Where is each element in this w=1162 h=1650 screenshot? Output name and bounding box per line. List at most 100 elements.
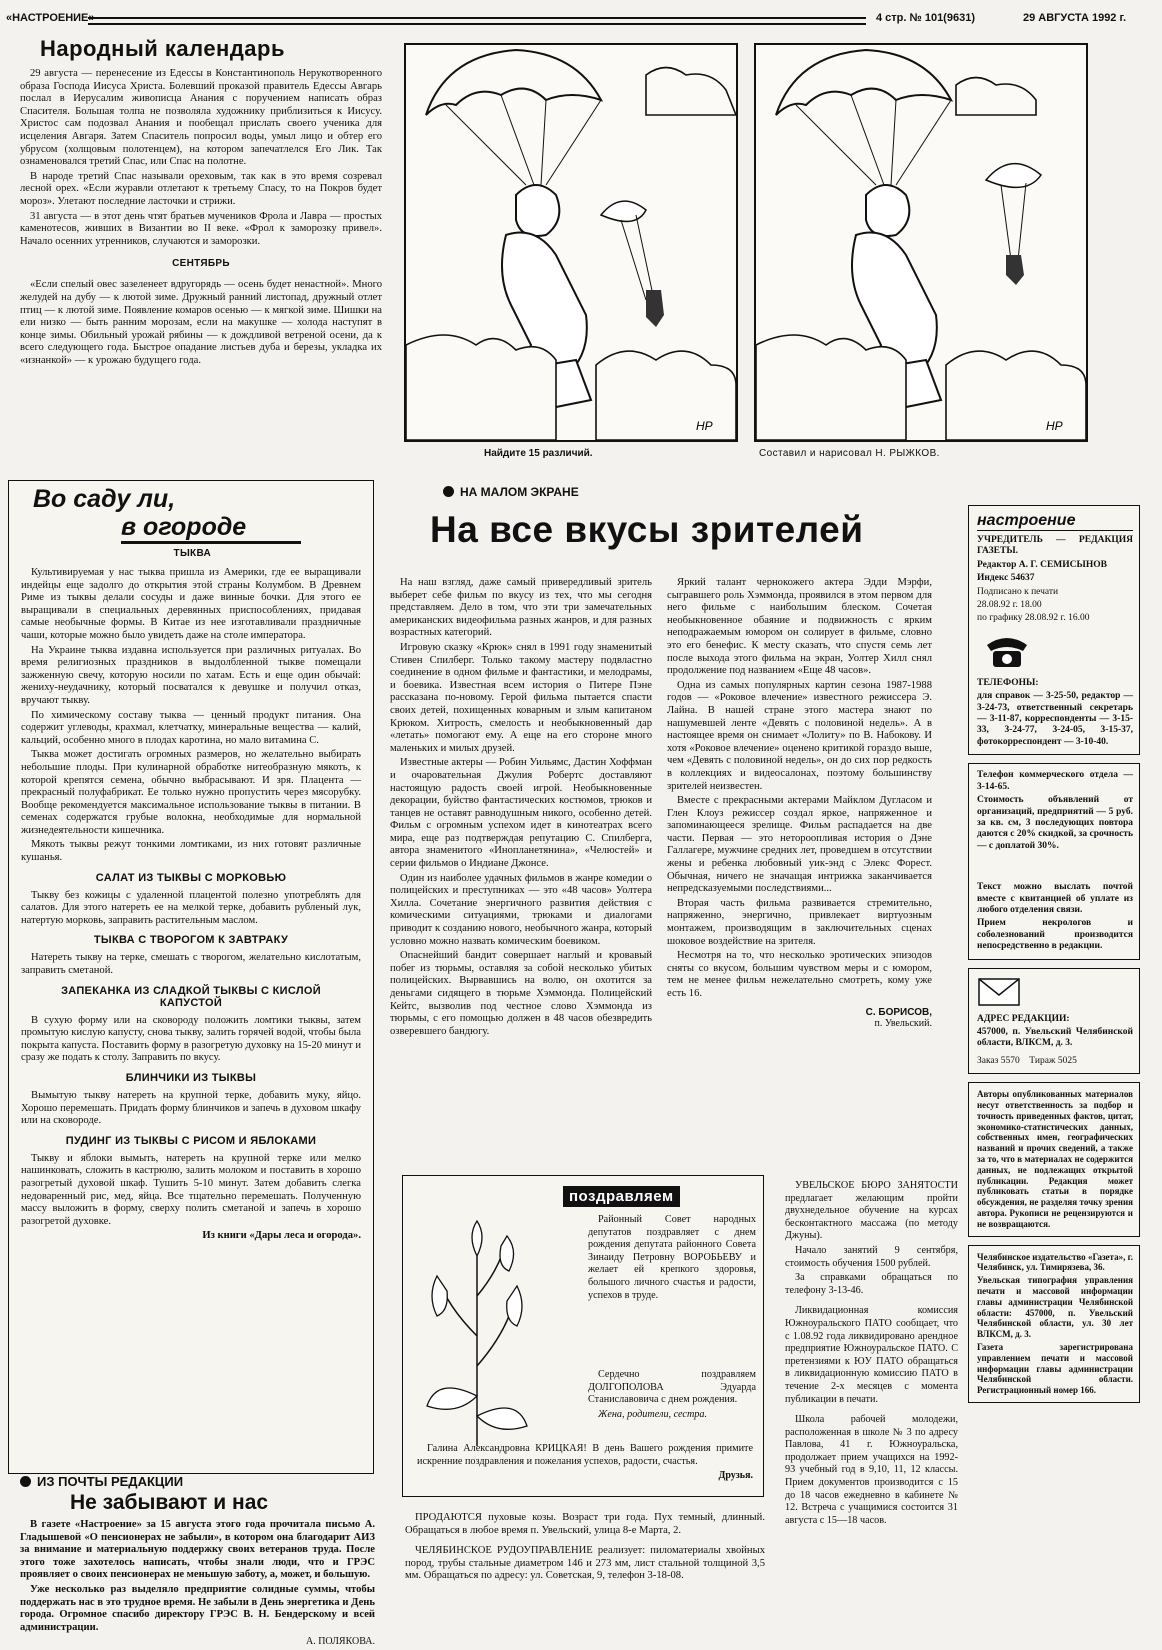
ads-phone: Телефон коммерческого отдела — 3-14-65. [977, 770, 1133, 792]
calendar-para: 31 августа — в этот день чтят братьев му… [20, 210, 382, 247]
recipe-title: ТЫКВА С ТВОРОГОМ К ЗАВТРАКУ [93, 934, 289, 947]
tv-para: Вторая часть фильма развивается стремите… [667, 897, 932, 947]
recipe-title: ЗАПЕКАНКА ИЗ СЛАДКОЙ ТЫКВЫ С КИСЛОЙ КАПУ… [61, 984, 321, 1009]
ads-obituaries: Прием некрологов и соболезнований произв… [977, 918, 1133, 952]
garden-para: Тыква может достигать огромных размеров,… [21, 749, 361, 836]
address-text: 457000, п. Увельский Челябинской области… [977, 1026, 1133, 1049]
masthead-box: настроение УЧРЕДИТЕЛЬ — РЕДАКЦИЯ ГАЗЕТЫ.… [968, 505, 1140, 756]
spot-difference-puzzle: НР НР Найдите 15 различий. Составил и на… [404, 40, 1140, 470]
mail-rubric-row: ИЗ ПОЧТЫ РЕДАКЦИИ [20, 1474, 375, 1489]
mail-article: ИЗ ПОЧТЫ РЕДАКЦИИ Не забывают и нас В га… [20, 1474, 375, 1647]
garden-para: Культивируемая у нас тыква пришла из Аме… [21, 567, 361, 641]
issue-date: 29 АВГУСТА 1992 г. [1023, 12, 1127, 24]
calendar-para: В народе третий Спас называли ореховым, … [20, 170, 382, 207]
ad-rudo: ЧЕЛЯБИНСКОЕ РУДОУПРАВЛЕНИЕ реализует: пи… [405, 1545, 765, 1582]
ad-pato: Ликвидационная комиссия Южноуральского П… [785, 1305, 958, 1405]
garden-para: Мякоть тыквы режут тонкими ломтиками, из… [21, 839, 361, 864]
ad-school: Школа рабочей молодежи, расположенная в … [785, 1414, 958, 1526]
september-heading: СЕНТЯБРЬ [172, 258, 230, 270]
page-header: «НАСТРОЕНИЕ» 4 стр. № 101(9631) 29 АВГУС… [6, 10, 1156, 28]
telephone-icon [987, 637, 1027, 667]
greeting-3: Галина Александровна КРИЦКАЯ! В день Ваш… [417, 1443, 753, 1481]
puzzle-panel-left: НР [404, 43, 738, 442]
ads-price: Стоимость объявлений от организаций, пре… [977, 795, 1133, 851]
authors-note-box: Авторы опубликованных материалов несут о… [968, 1082, 1140, 1237]
tv-para: Известные актеры — Робин Уильямс, Дастин… [390, 757, 652, 870]
garden-subtitle: ТЫКВА [173, 548, 211, 559]
bullet-icon [443, 486, 454, 497]
greeting-text: Сердечно поздравляем ДОЛГОПОЛОВА Эдуарда… [588, 1369, 756, 1406]
circulation: Тираж 5025 [1029, 1055, 1077, 1066]
recipe-title: САЛАТ ИЗ ТЫКВЫ С МОРКОВЬЮ [95, 871, 287, 884]
recipe-text: Тыкву и яблоки вымыть, натереть на крупн… [21, 1152, 361, 1227]
parachutist-drawing: НР [405, 48, 738, 441]
registration: Газета зарегистрирована управлением печа… [977, 1341, 1133, 1396]
mail-para: В газете «Настроение» за 15 августа этог… [20, 1519, 375, 1581]
recipe-text: Вымытую тыкву натереть на крупной терке,… [21, 1090, 361, 1127]
garden-title-line1: Во саду ли, [33, 485, 176, 513]
greeting-sign: Друзья. [718, 1470, 753, 1482]
masthead-founder: УЧРЕДИТЕЛЬ — РЕДАКЦИЯ ГАЗЕТЫ. [977, 535, 1133, 557]
publisher-box: Челябинское издательство «Газета», г. Че… [968, 1244, 1140, 1403]
paper-name: «НАСТРОЕНИЕ» [6, 12, 95, 24]
recipe-text: Натереть тыкву на терке, смешать с творо… [21, 952, 361, 977]
phones-title: ТЕЛЕФОНЫ: [977, 677, 1039, 688]
classified-ads-right: УВЕЛЬСКОЕ БЮРО ЗАНЯТОСТИ предлагает жела… [785, 1180, 958, 1529]
authors-note: Авторы опубликованных материалов несут о… [977, 1089, 1133, 1229]
tv-para: Опаснейший бандит совершает наглый и кро… [390, 950, 652, 1037]
tv-author: С. БОРИСОВ, [865, 1006, 932, 1018]
greeting-1: Районный Совет народных депутатов поздра… [588, 1214, 756, 1304]
issue-number: 4 стр. № 101(9631) [876, 12, 975, 24]
tv-para: Вместе с прекрасными актерами Майклом Ду… [667, 795, 932, 895]
tv-title: На все вкусы зрителей [430, 509, 864, 550]
tv-para: Одна из самых популярных картин сезона 1… [667, 679, 932, 792]
ads-info-box: Телефон коммерческого отдела — 3-14-65. … [968, 763, 1140, 960]
greeting-text: Районный Совет народных депутатов поздра… [588, 1214, 756, 1301]
order-number: Заказ 5570 [977, 1055, 1020, 1066]
greeting-sign: Жена, родители, сестра. [598, 1408, 708, 1420]
tv-rubric: НА МАЛОМ ЭКРАНЕ [460, 485, 579, 499]
envelope-icon [978, 977, 1020, 1006]
recipe-text: Тыкву без кожицы с удаленной плацентой п… [21, 889, 361, 926]
calendar-article: Народный календарь 29 августа — перенесе… [20, 36, 382, 369]
bullet-icon [20, 1476, 31, 1487]
phones-list: для справок — 3-25-50, редактор — 3-24-7… [977, 691, 1133, 747]
garden-article: Во саду ли, в огороде ТЫКВА Культивируем… [8, 480, 374, 1474]
masthead-signed: Подписано к печати [977, 586, 1059, 597]
header-rule [88, 17, 866, 25]
tv-para: Один из наиболее удачных фильмов в жанре… [390, 872, 652, 947]
greeting-2: Сердечно поздравляем ДОЛГОПОЛОВА Эдуарда… [588, 1369, 756, 1423]
ads-text-send: Текст можно выслать почтой вместе с квит… [977, 882, 1133, 915]
mail-rubric: ИЗ ПОЧТЫ РЕДАКЦИИ [37, 1474, 184, 1489]
tv-para: На наш взгляд, даже самый привередливый … [390, 577, 652, 639]
mail-author: А. ПОЛЯКОВА. [305, 1636, 375, 1648]
recipe-title: БЛИНЧИКИ ИЗ ТЫКВЫ [125, 1072, 257, 1084]
calendar-para: 29 августа — перенесение из Едессы в Кон… [20, 68, 382, 168]
garden-para: На Украине тыква издавна используется пр… [21, 644, 361, 706]
garden-source: Из книги «Дары леса и огорода». [202, 1230, 361, 1242]
flower-illustration [426, 1219, 528, 1446]
print-meta: Заказ 5570 Тираж 5025 [977, 1056, 1133, 1067]
calendar-title: Народный календарь [40, 36, 286, 61]
tv-para: Яркий талант чернокожего актера Эдди Мэр… [667, 577, 932, 677]
puzzle-panel-right: НР [754, 43, 1088, 442]
recipe-title: ПУДИНГ ИЗ ТЫКВЫ С РИСОМ И ЯБЛОКАМИ [65, 1134, 317, 1147]
tv-para: Игровую сказку «Крюк» снял в 1991 году з… [390, 641, 652, 754]
mail-para: Уже несколько раз выделяло предприятие с… [20, 1583, 375, 1633]
printer: Увельская типография управления печати и… [977, 1275, 1133, 1340]
ad-goats: ПРОДАЮТСЯ пуховые козы. Возраст три года… [405, 1512, 765, 1536]
tv-author-place: п. Увельский. [874, 1017, 932, 1029]
classified-ads: ПРОДАЮТСЯ пуховые козы. Возраст три года… [405, 1512, 765, 1585]
garden-para: По химическому составу тыква — ценный пр… [21, 709, 361, 746]
puzzle-caption: Найдите 15 различий. [484, 448, 593, 459]
masthead-logo: настроение [977, 512, 1133, 531]
tv-column-2: Яркий талант чернокожего актера Эдди Мэр… [667, 577, 932, 1029]
signature-right: НР [1046, 419, 1063, 433]
recipe-text: В сухую форму или на сковороду положить … [21, 1014, 361, 1064]
tv-article: НА МАЛОМ ЭКРАНЕ На все вкусы зрителей [405, 485, 935, 563]
masthead: настроение УЧРЕДИТЕЛЬ — РЕДАКЦИЯ ГАЗЕТЫ.… [968, 505, 1140, 1403]
tv-column-1: На наш взгляд, даже самый привередливый … [390, 577, 652, 1040]
greetings-box: поздравляем Районный Совет народных депу… [402, 1175, 764, 1497]
tv-rubric-row: НА МАЛОМ ЭКРАНЕ [443, 485, 935, 499]
